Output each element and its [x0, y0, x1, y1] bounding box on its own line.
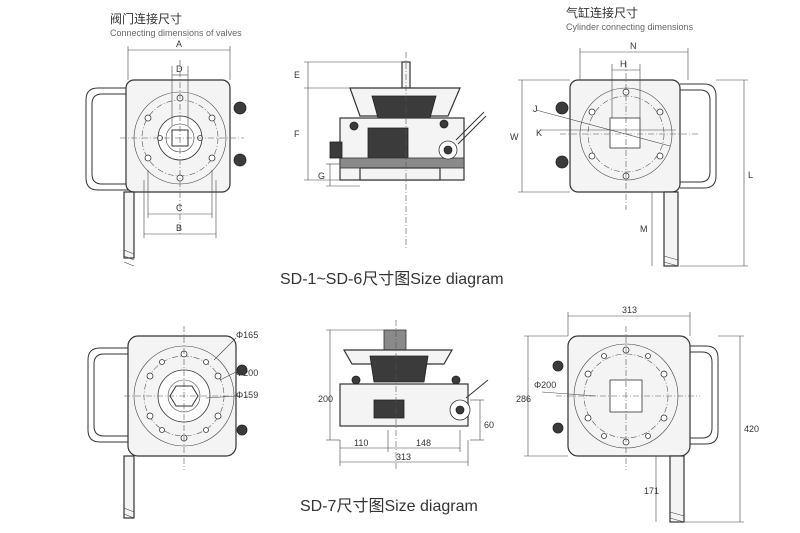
dim-label-a: A	[176, 39, 182, 49]
dim-label-n: N	[630, 41, 637, 51]
caption-sd1-6: SD-1~SD-6尺寸图Size diagram	[280, 270, 504, 288]
dim-h200: 200	[318, 394, 333, 404]
dim-w110: 110	[354, 438, 368, 448]
valve-header-cn: 阀门连接尺寸	[110, 11, 182, 26]
sd7-side-view: 200 60 110 148 313	[318, 320, 494, 470]
sd7-top-view: Φ165 Φ200 Φ159	[87, 326, 258, 519]
dim-h60: 60	[484, 420, 494, 430]
dim-label-j: J	[533, 104, 538, 114]
dim-r-d200: Φ200	[534, 380, 556, 390]
sd7-cylinder-view: Φ200 313 286 420 171	[516, 305, 759, 523]
dim-label-b: B	[176, 223, 182, 233]
dim-label-e: E	[294, 70, 300, 80]
caption-sd7: SD-7尺寸图Size diagram	[300, 497, 478, 515]
sd1-6-valve-top-view: A D C B	[85, 39, 247, 267]
dim-top313: 313	[622, 305, 637, 315]
dim-w148: 148	[416, 438, 431, 448]
dim-label-l: L	[748, 170, 753, 180]
dim-w313: 313	[396, 452, 411, 462]
dim-label-d: D	[176, 64, 183, 74]
dim-h420: 420	[744, 424, 759, 434]
valve-header-en: Connecting dimensions of valves	[110, 28, 242, 38]
sd1-6-cylinder-view: N H J K W L M	[510, 41, 753, 267]
dim-d159: Φ159	[236, 390, 258, 400]
dim-label-h: H	[620, 59, 627, 69]
dim-label-f: F	[294, 129, 300, 139]
dim-label-m: M	[640, 224, 648, 234]
dim-h171: 171	[644, 486, 659, 496]
cylinder-header-en: Cylinder connecting dimensions	[566, 22, 694, 32]
cylinder-header-cn: 气缸连接尺寸	[566, 5, 638, 20]
sd1-6-side-view: E F G	[294, 52, 487, 250]
dim-label-c: C	[176, 203, 183, 213]
dim-h286: 286	[516, 394, 531, 404]
dim-label-g: G	[318, 171, 325, 181]
dim-label-k: K	[536, 128, 542, 138]
dim-label-w: W	[510, 132, 519, 142]
dim-d165: Φ165	[236, 330, 258, 340]
dim-d200: Φ200	[236, 368, 258, 378]
